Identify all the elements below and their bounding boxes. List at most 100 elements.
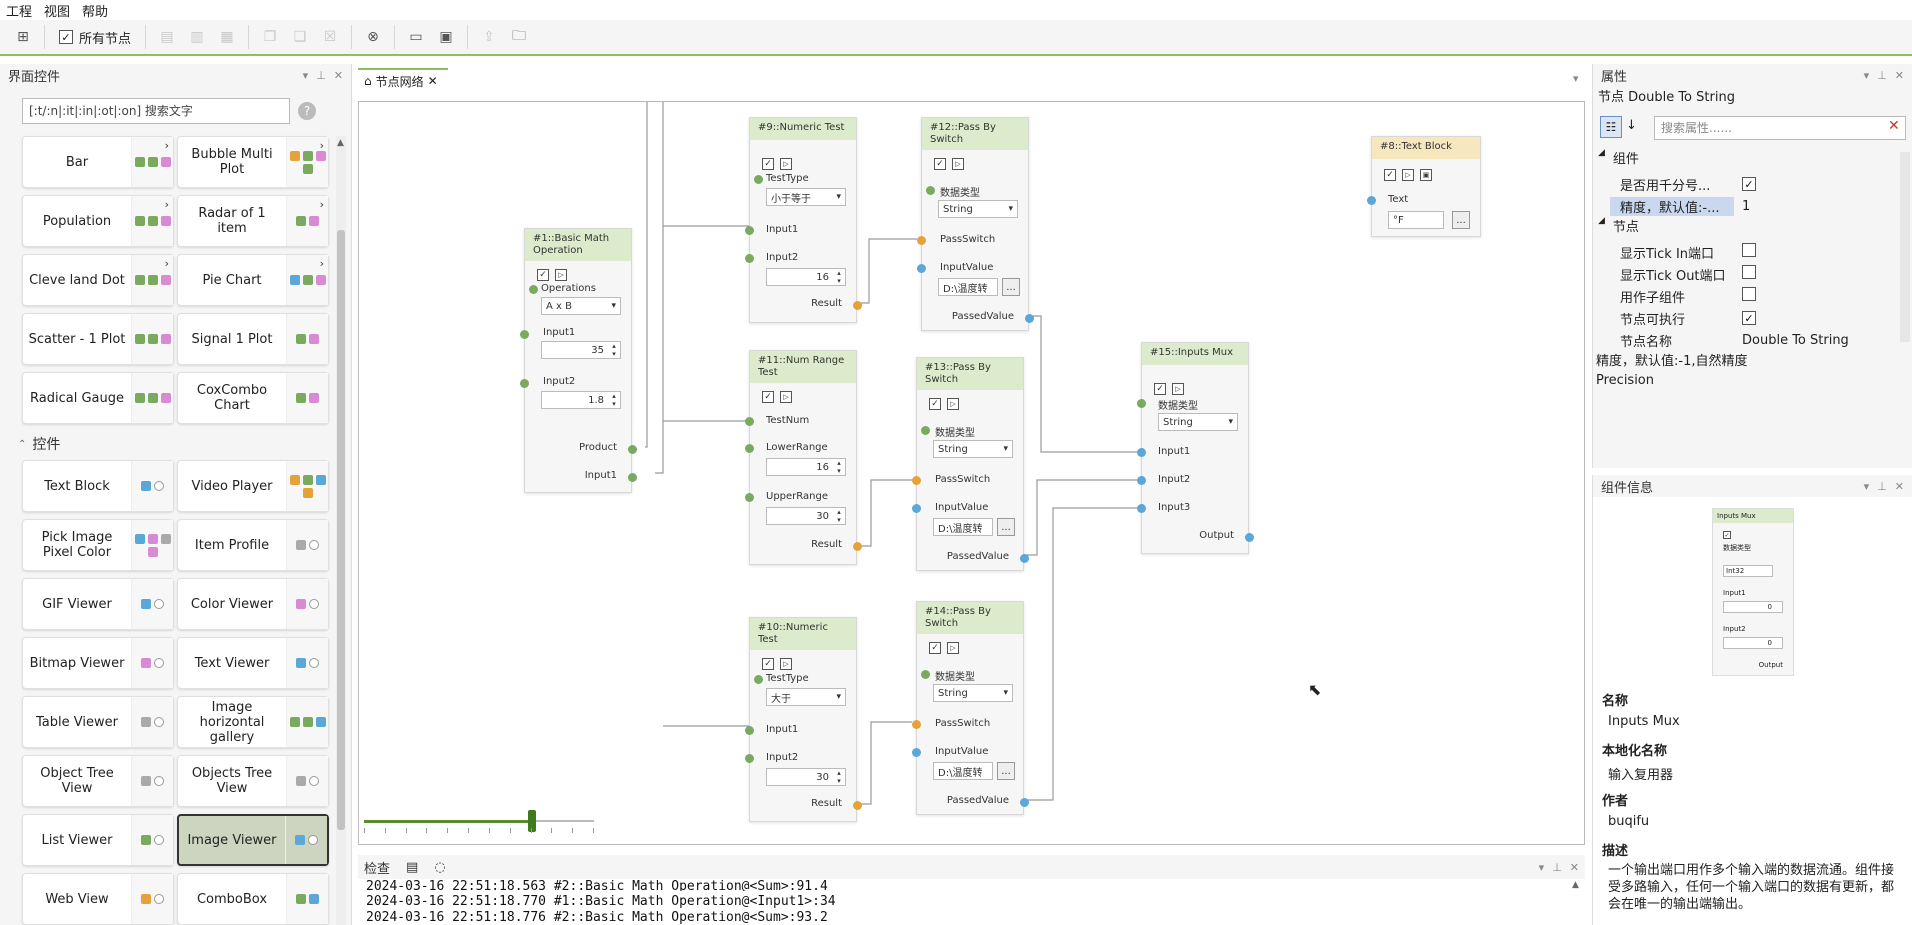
all-nodes-checkbox[interactable] [59,30,73,44]
node-input[interactable]: 35 [541,341,621,359]
widget-card[interactable]: Bubble Multi Plot› [177,136,329,188]
node-run-icon[interactable]: ▷ [1402,169,1414,181]
folder-icon[interactable]: 🗀 [512,28,527,44]
pin-icon[interactable]: ⊥ [1877,479,1887,493]
node-title[interactable]: #9::Numeric Test [750,118,856,140]
node-n9[interactable]: #9::Numeric Test▷TestType小于等于Input1Input… [745,117,862,323]
menu-help[interactable]: 帮助 [82,4,109,20]
align-right-icon[interactable]: ▦ [220,29,234,45]
cancel-run-icon[interactable]: ⊗ [367,29,379,45]
browse-button[interactable]: ... [997,518,1015,536]
node-select[interactable]: A x B [541,297,621,315]
node-title[interactable]: #1::Basic Math Operation [525,229,631,261]
all-nodes-toggle[interactable]: 所有节点 [53,28,137,47]
expand-arrow-icon[interactable]: › [164,139,169,152]
widget-card[interactable]: Pick Image Pixel Color [22,519,174,571]
widget-card[interactable]: Web View [22,873,174,925]
widget-card[interactable]: ComboBox [177,873,329,925]
sort-alpha-icon[interactable]: ↓ [1626,118,1637,133]
property-checkbox[interactable] [1742,311,1756,325]
log-view-icon[interactable]: ▤ [406,859,419,875]
node-select[interactable]: String [933,684,1013,702]
node-port[interactable] [520,379,529,388]
node-port[interactable] [912,504,921,513]
node-image-icon[interactable]: ▣ [1420,169,1432,181]
node-port[interactable] [853,301,862,310]
align-left-icon[interactable]: ▤ [160,29,174,45]
node-port[interactable] [853,542,862,551]
pin-icon[interactable]: ⊥ [1552,860,1562,874]
widget-card[interactable]: Text Viewer [177,637,329,689]
property-row[interactable]: 节点可执行 [1610,308,1900,328]
pin-icon[interactable]: ⊥ [316,68,326,82]
log-scroll-up-icon[interactable]: ▲ [1572,880,1579,890]
close-icon[interactable]: ✕ [1569,860,1579,874]
widget-card[interactable]: CoxCombo Chart [177,372,329,424]
help-icon[interactable]: ? [298,102,316,120]
node-port[interactable] [1020,554,1029,563]
node-port[interactable] [745,417,754,426]
node-run-icon[interactable]: ▷ [1172,383,1184,395]
node-run-icon[interactable]: ▷ [947,642,959,654]
browse-button[interactable]: ... [997,762,1015,780]
widget-card[interactable]: Radical Gauge [22,372,174,424]
node-port[interactable] [1137,399,1146,408]
dropdown-icon[interactable]: ▾ [302,68,309,82]
node-port[interactable] [1020,798,1029,807]
property-value[interactable] [1734,311,1900,326]
copy-icon[interactable]: ❐ [263,29,277,45]
node-select[interactable]: String [933,440,1013,458]
node-port[interactable] [520,330,529,339]
zoom-slider-thumb[interactable] [528,810,536,832]
paste-icon[interactable]: ❏ [293,29,307,45]
widget-scrollbar-thumb[interactable] [337,230,345,830]
node-input[interactable]: °F [1388,211,1444,229]
panel-layout-icon[interactable]: ▣ [439,29,453,45]
widget-card[interactable]: Objects Tree View [177,755,329,807]
node-enable-checkbox[interactable] [929,398,941,410]
widget-card[interactable]: Scatter - 1 Plot [22,313,174,365]
widget-card[interactable]: Object Tree View [22,755,174,807]
node-port[interactable] [1367,196,1376,205]
tab-node-network[interactable]: ⌂ 节点网络 ✕ [358,68,448,92]
node-run-icon[interactable]: ▷ [780,158,792,170]
export-icon[interactable]: ⇪ [483,29,495,45]
node-select[interactable]: 小于等于 [766,188,846,206]
expand-arrow-icon[interactable]: › [164,257,169,270]
close-icon[interactable]: ✕ [1894,68,1904,82]
categorized-view-icon[interactable]: ☷ [1600,116,1622,138]
expand-arrow-icon[interactable]: › [319,139,324,152]
node-enable-checkbox[interactable] [1384,169,1396,181]
property-checkbox[interactable] [1742,177,1756,191]
widget-card[interactable]: GIF Viewer [22,578,174,630]
widget-card[interactable]: List Viewer [22,814,174,866]
widget-card[interactable]: Video Player [177,460,329,512]
expand-arrow-icon[interactable]: › [319,257,324,270]
widget-card[interactable]: Cleve land Dot› [22,254,174,306]
collapse-icon[interactable]: ◢ [1598,148,1605,158]
node-run-icon[interactable]: ▷ [947,398,959,410]
clear-search-icon[interactable]: ✕ [1888,118,1900,134]
node-input[interactable]: 16 [766,458,846,476]
widget-card[interactable]: Population› [22,195,174,247]
node-input[interactable]: D:\温度转 [933,518,993,536]
node-enable-checkbox[interactable] [762,391,774,403]
property-value[interactable]: 1 [1742,198,1751,214]
node-port[interactable] [912,720,921,729]
node-input[interactable]: 30 [766,507,846,525]
widget-card[interactable]: Color Viewer [177,578,329,630]
property-row[interactable]: 显示Tick Out端口 [1610,264,1900,284]
browse-button[interactable]: ... [1452,211,1470,229]
dropdown-icon[interactable]: ▾ [1863,68,1870,82]
property-row[interactable]: 用作子组件 [1610,286,1900,306]
widget-card[interactable]: Image horizontal gallery [177,696,329,748]
node-enable-checkbox[interactable] [762,158,774,170]
node-n11[interactable]: #11::Num Range Test▷TestNumLowerRange16U… [745,350,862,565]
node-port[interactable] [917,264,926,273]
scroll-up-icon[interactable]: ▲ [337,138,344,148]
node-port[interactable] [745,726,754,735]
expand-arrow-icon[interactable]: › [319,198,324,211]
expand-arrow-icon[interactable]: › [164,198,169,211]
